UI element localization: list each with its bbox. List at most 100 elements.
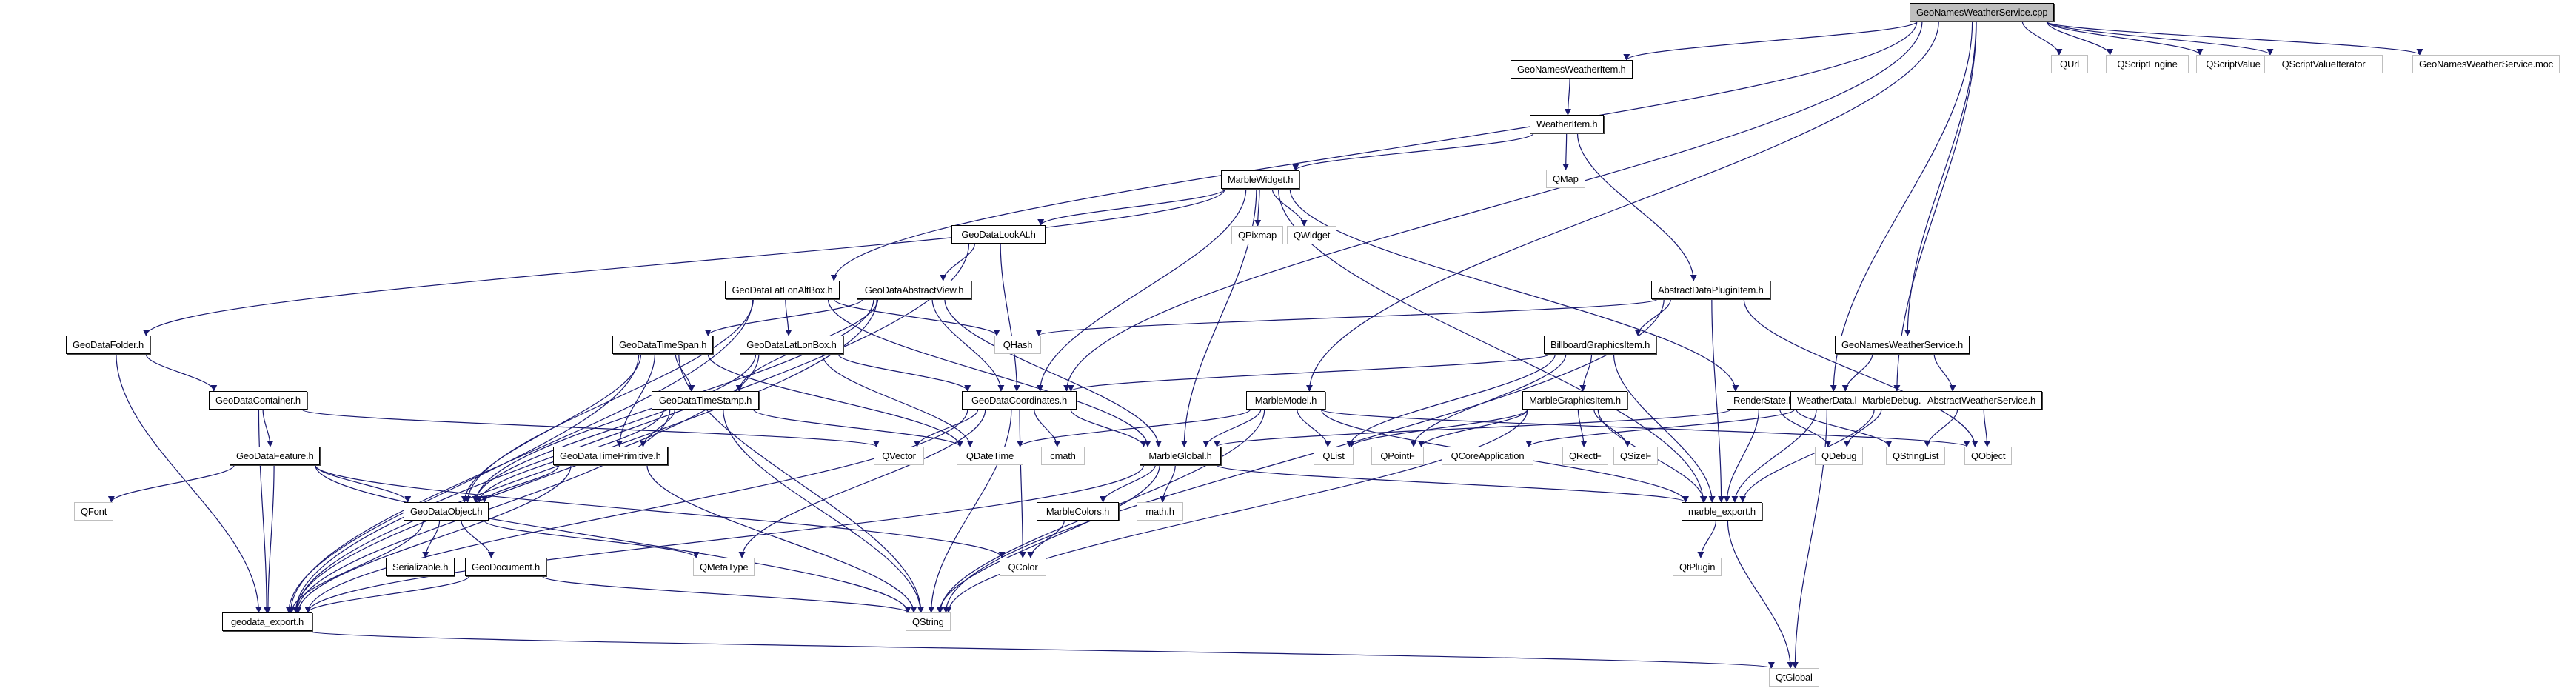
- edge-GeoDataTimePrimitive-to-QString: [646, 464, 917, 613]
- node-geonamesweatherservice-moc[interactable]: GeoNamesWeatherService.moc: [2412, 55, 2560, 73]
- node-geodatalookat-h[interactable]: GeoDataLookAt.h: [951, 225, 1046, 244]
- node-abstractdatapluginitem-h[interactable]: AbstractDataPluginItem.h: [1651, 281, 1770, 299]
- node-label: GeoDataFeature.h: [236, 450, 314, 461]
- node-label: QUrl: [2060, 59, 2079, 70]
- node-qmetatype[interactable]: QMetaType: [693, 558, 755, 576]
- node-label: GeoNamesWeatherService.h: [1841, 339, 1964, 350]
- node-label: MarbleGraphicsItem.h: [1529, 395, 1621, 406]
- node-geodata-export-h[interactable]: geodata_export.h: [222, 612, 312, 631]
- node-qpixmap[interactable]: QPixmap: [1231, 226, 1284, 244]
- edge-GeoNamesWeatherServiceH-to-AbstractWeatherService: [1933, 353, 1956, 392]
- node-serializable-h[interactable]: Serializable.h: [386, 558, 455, 576]
- node-qpointf[interactable]: QPointF: [1371, 447, 1424, 465]
- node-geodatafolder-h[interactable]: GeoDataFolder.h: [66, 336, 151, 354]
- node-geodatalatlonbox-h[interactable]: GeoDataLatLonBox.h: [740, 336, 843, 354]
- node-qscriptvalue[interactable]: QScriptValue: [2196, 55, 2270, 73]
- node-marblecolors-h[interactable]: MarbleColors.h: [1037, 502, 1119, 521]
- node-marbledebug-h[interactable]: MarbleDebug.h: [1856, 391, 1933, 410]
- node-label: QDebug: [1821, 450, 1857, 461]
- node-qobject[interactable]: QObject: [1964, 447, 2013, 465]
- node-marblemodel-h[interactable]: MarbleModel.h: [1246, 391, 1325, 410]
- node-qwidget[interactable]: QWidget: [1287, 226, 1337, 244]
- node-qcoreapplication[interactable]: QCoreApplication: [1442, 447, 1533, 465]
- node-label: GeoDataObject.h: [410, 506, 483, 517]
- node-qdatetime[interactable]: QDateTime: [957, 447, 1023, 465]
- node-qlist[interactable]: QList: [1314, 447, 1354, 465]
- node-qtplugin[interactable]: QtPlugin: [1673, 558, 1722, 576]
- node-geonamesweatherservice-cpp[interactable]: GeoNamesWeatherService.cpp: [1910, 3, 2055, 21]
- node-abstractweatherservice-h[interactable]: AbstractWeatherService.h: [1921, 391, 2042, 410]
- node-qmap[interactable]: QMap: [1546, 170, 1585, 188]
- node-qrectf[interactable]: QRectF: [1562, 447, 1608, 465]
- node-qcolor[interactable]: QColor: [1000, 558, 1046, 576]
- node-marble-export-h[interactable]: marble_export.h: [1682, 502, 1762, 521]
- edge-root-to-GeoDataLatLonAltBox: [830, 21, 1918, 281]
- edge-MarbleGraphicsItem-to-QString: [945, 409, 1528, 613]
- node-label: QScriptValue: [2206, 59, 2261, 70]
- edge-GeoDataLatLonBox-to-GeoDataCoordinates: [837, 353, 971, 392]
- edge-AbstractDataPluginItem-to-QObject: [1743, 298, 1978, 447]
- edge-AbstractDataPluginItem-to-QHash: [1035, 298, 1658, 336]
- edge-RenderState-to-QStringList: [1796, 409, 1893, 447]
- edge-AbstractDataPluginItem-to-marble_export: [1711, 298, 1725, 503]
- edge-GeoDataCoordinates-to-QColor: [1019, 409, 1026, 558]
- node-label: GeoNamesWeatherService.cpp: [1916, 7, 2048, 18]
- node-marbleglobal-h[interactable]: MarbleGlobal.h: [1140, 447, 1221, 465]
- edge-MarbleModel-to-QDateTime: [1017, 409, 1251, 447]
- node-geodatafeature-h[interactable]: GeoDataFeature.h: [230, 447, 321, 465]
- node-label: GeoDataFolder.h: [73, 339, 144, 350]
- edge-MarbleWidget-to-GeoDataLookAt: [1037, 188, 1225, 226]
- node-label: AbstractWeatherService.h: [1927, 395, 2035, 406]
- node-marblegraphicsitem-h[interactable]: MarbleGraphicsItem.h: [1522, 391, 1627, 410]
- node-qdebug[interactable]: QDebug: [1815, 447, 1864, 465]
- node-geodataobject-h[interactable]: GeoDataObject.h: [404, 502, 489, 521]
- node-geodatatimestamp-h[interactable]: GeoDataTimeStamp.h: [652, 391, 759, 410]
- edge-AbstractWeatherService-to-QStringList: [1924, 409, 1958, 447]
- node-cmath[interactable]: cmath: [1041, 447, 1085, 465]
- edge-root-to-GeoNamesWeatherServiceH: [1904, 21, 1977, 336]
- edge-root-to-GeoDataCoordinates: [1063, 21, 1923, 392]
- node-geonamesweatherservice-h[interactable]: GeoNamesWeatherService.h: [1835, 336, 1970, 354]
- node-weatheritem-h[interactable]: WeatherItem.h: [1530, 115, 1605, 133]
- node-renderstate-h[interactable]: RenderState.h: [1727, 391, 1801, 410]
- node-qscriptvalueiterator[interactable]: QScriptValueIterator: [2264, 55, 2383, 73]
- edge-GeoDataContainer-to-GeoDataFeature: [262, 409, 274, 447]
- node-label: MarbleGlobal.h: [1148, 450, 1212, 461]
- edge-RenderState-to-marble_export: [1723, 409, 1759, 503]
- node-geodataabstractview-h[interactable]: GeoDataAbstractView.h: [857, 281, 971, 299]
- edge-WeatherItem-to-QMap: [1562, 133, 1570, 170]
- node-weatherdata-h[interactable]: WeatherData.h: [1790, 391, 1867, 410]
- node-geodatacontainer-h[interactable]: GeoDataContainer.h: [209, 391, 307, 410]
- node-qtglobal[interactable]: QtGlobal: [1769, 668, 1819, 687]
- edge-root-to-QUrl: [2021, 21, 2063, 56]
- node-geonamesweatheritem-h[interactable]: GeoNamesWeatherItem.h: [1511, 60, 1633, 79]
- node-label: QMetaType: [700, 561, 749, 573]
- node-marblewidget-h[interactable]: MarbleWidget.h: [1221, 170, 1300, 189]
- node-qstring[interactable]: QString: [906, 612, 951, 631]
- node-geodatatimeprimitive-h[interactable]: GeoDataTimePrimitive.h: [553, 447, 668, 465]
- node-qvector[interactable]: QVector: [874, 447, 924, 465]
- edge-GeoDataFolder-to-GeoDataContainer: [145, 353, 218, 392]
- node-geodocument-h[interactable]: GeoDocument.h: [465, 558, 547, 576]
- edge-MarbleGlobal-to-geodata_export: [304, 464, 1145, 613]
- node-qhash[interactable]: QHash: [994, 336, 1041, 354]
- node-qscriptengine[interactable]: QScriptEngine: [2106, 55, 2189, 73]
- edge-WeatherData-to-QCoreApplication: [1525, 409, 1795, 447]
- edge-GeoDataLookAt-to-GeoDataAbstractView: [940, 243, 975, 281]
- node-qsizef[interactable]: QSizeF: [1613, 447, 1659, 465]
- node-geodatalatlonaltbox-h[interactable]: GeoDataLatLonAltBox.h: [725, 281, 840, 299]
- edge-GeoDocument-to-QString: [541, 575, 911, 613]
- node-billboardgraphicsitem-h[interactable]: BillboardGraphicsItem.h: [1544, 336, 1657, 354]
- edge-MarbleWidget-to-MarbleGlobal: [1180, 188, 1257, 447]
- edge-AbstractDataPluginItem-to-BillboardGraphicsItem: [1634, 298, 1672, 336]
- node-geodatatimespan-h[interactable]: GeoDataTimeSpan.h: [612, 336, 714, 354]
- node-qstringlist[interactable]: QStringList: [1886, 447, 1946, 465]
- node-label: marble_export.h: [1688, 506, 1756, 517]
- edge-GeoDataCoordinates-to-geodata_export: [304, 409, 968, 613]
- node-geodatacoordinates-h[interactable]: GeoDataCoordinates.h: [962, 391, 1077, 410]
- node-math-h[interactable]: math.h: [1137, 502, 1183, 521]
- node-label: QtPlugin: [1679, 561, 1716, 573]
- node-qurl[interactable]: QUrl: [2051, 55, 2088, 73]
- node-qfont[interactable]: QFont: [74, 502, 114, 521]
